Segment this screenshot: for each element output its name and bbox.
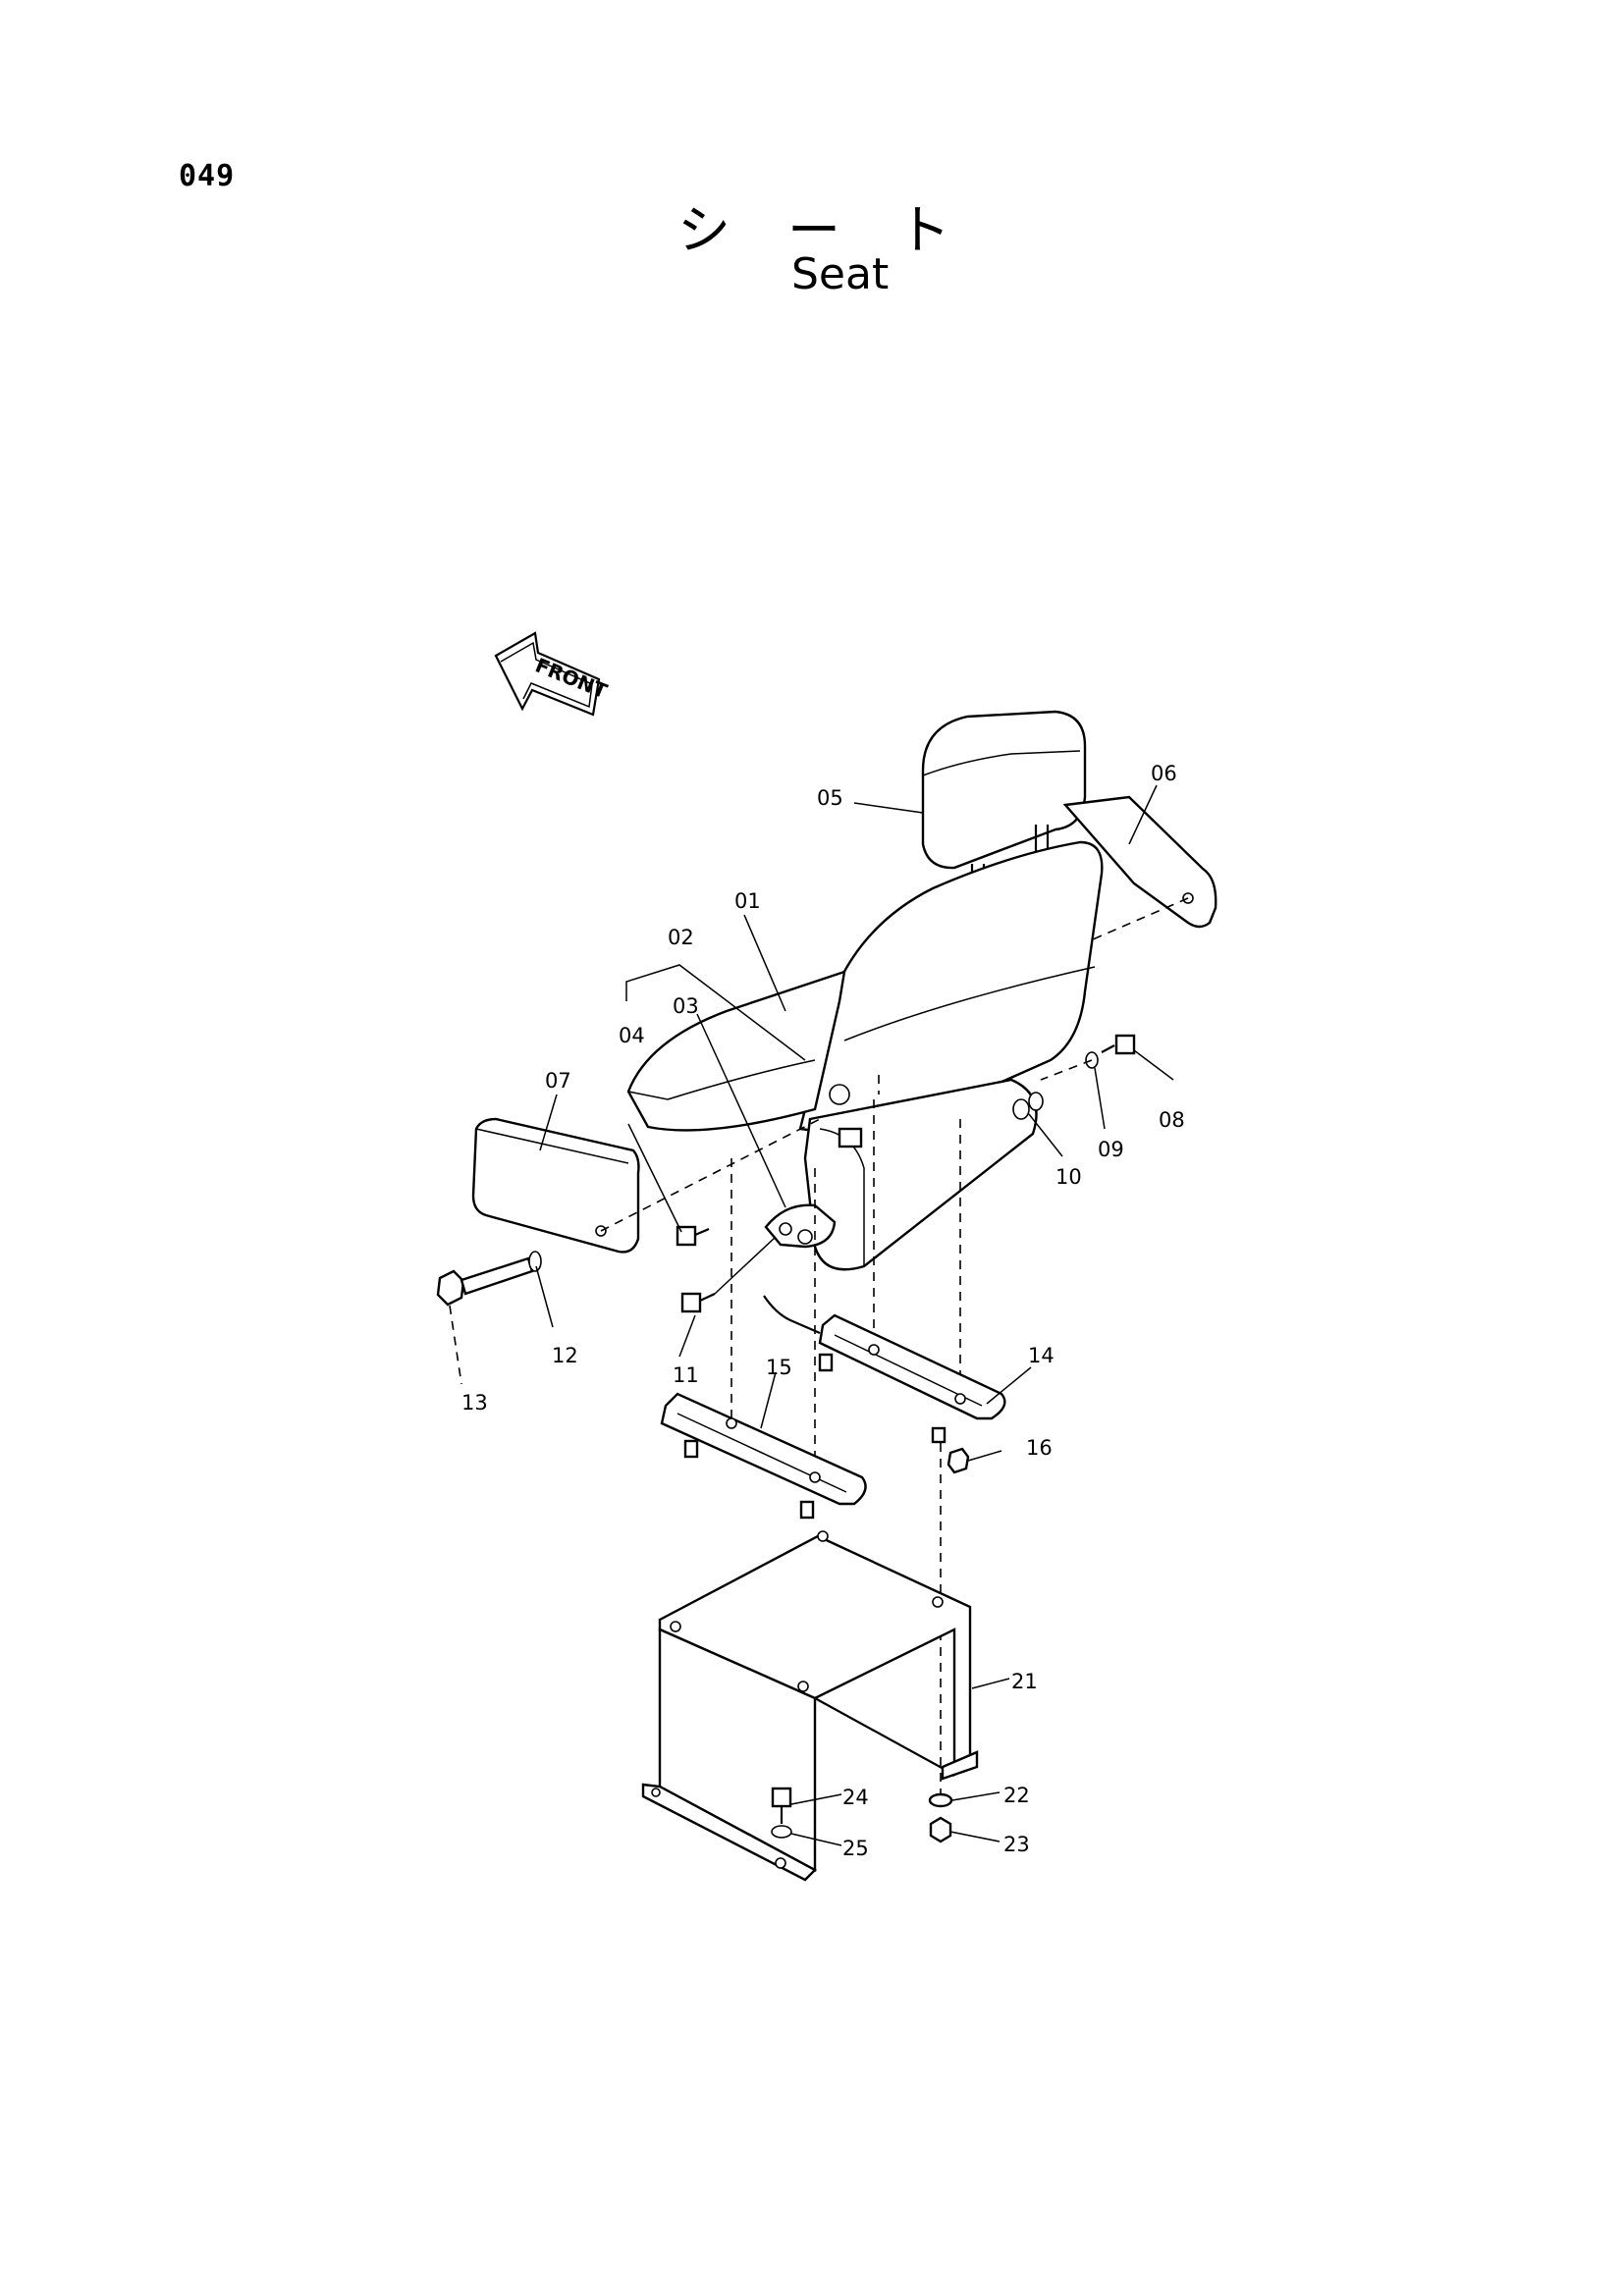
bolt-08-washer-09 [1012, 1034, 1136, 1120]
part-label-02: 02 [668, 926, 694, 949]
part-label-10: 10 [1055, 1165, 1082, 1189]
recliner-lever [764, 1203, 837, 1249]
part-label-06: 06 [1151, 762, 1177, 785]
rear-cover [1040, 795, 1217, 963]
armrest [471, 1117, 821, 1254]
part-label-16: 16 [1026, 1436, 1053, 1460]
slide-rail-right [763, 1295, 1006, 1420]
part-label-23: 23 [1003, 1833, 1030, 1856]
seat-back [798, 840, 1104, 1141]
part-label-15: 15 [766, 1356, 792, 1379]
bolt-and-washer [436, 1251, 542, 1385]
seat-cushion [626, 970, 846, 1132]
part-label-07: 07 [545, 1069, 571, 1093]
front-arrow-icon: FRONT [494, 631, 611, 717]
part-label-03: 03 [673, 994, 699, 1018]
part-label-25: 25 [842, 1837, 869, 1860]
part-label-08: 08 [1159, 1108, 1185, 1132]
part-label-09: 09 [1098, 1138, 1124, 1161]
part-label-14: 14 [1028, 1344, 1055, 1367]
nut-16 [947, 1447, 970, 1474]
page-title: Seat [791, 249, 890, 299]
page-title-japanese: シート [677, 199, 1007, 261]
fasteners-bottom [771, 1787, 953, 1843]
seat-base [803, 1078, 1038, 1271]
part-label-05: 05 [817, 786, 843, 810]
part-label-11: 11 [673, 1363, 699, 1387]
seat-stand [641, 1530, 979, 1882]
part-label-24: 24 [842, 1786, 869, 1809]
part-labels: 05 06 01 02 03 04 07 08 09 10 12 11 13 1… [461, 762, 1185, 1860]
part-label-12: 12 [552, 1344, 578, 1367]
part-label-01: 01 [734, 889, 761, 913]
part-label-22: 22 [1003, 1784, 1030, 1807]
bolt-11 [680, 1236, 777, 1313]
part-label-13: 13 [461, 1391, 488, 1415]
leader-lines [535, 784, 1174, 1846]
page-number: 049 [179, 159, 236, 193]
bolt-04 [627, 1123, 710, 1247]
slide-rail-left [660, 1392, 947, 1520]
part-label-04: 04 [619, 1024, 645, 1047]
part-label-21: 21 [1011, 1670, 1038, 1693]
